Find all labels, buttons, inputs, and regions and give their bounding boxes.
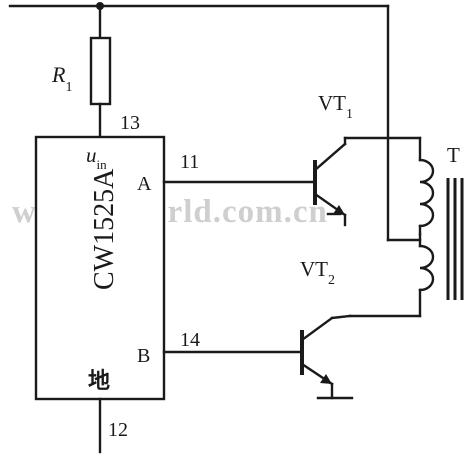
pin-12-number: 12 (108, 419, 128, 441)
transistor-vt1 (313, 136, 422, 227)
pin-b-label: B (137, 345, 150, 367)
vt2-label: VT2 (300, 257, 335, 288)
transformer-label: T (447, 143, 460, 167)
ground-pin: 12 (98, 397, 128, 454)
resistor-label: R1 (51, 62, 72, 95)
pin-11-number: 11 (180, 151, 199, 173)
pin-13-number: 13 (120, 112, 140, 134)
vt1-label: VT1 (318, 91, 353, 122)
ground-label: 地 (88, 368, 110, 393)
ic-model-label: CW1525A (89, 168, 120, 290)
ic-body (34, 135, 166, 401)
pin-uin-label: uin (86, 143, 107, 172)
supply-rail (8, 2, 390, 242)
resistor-r1 (89, 36, 112, 139)
transformer-t (348, 136, 464, 318)
transistor-vt2 (300, 314, 354, 400)
pin-a-label: A (137, 173, 152, 195)
pin-14-number: 14 (180, 329, 200, 351)
